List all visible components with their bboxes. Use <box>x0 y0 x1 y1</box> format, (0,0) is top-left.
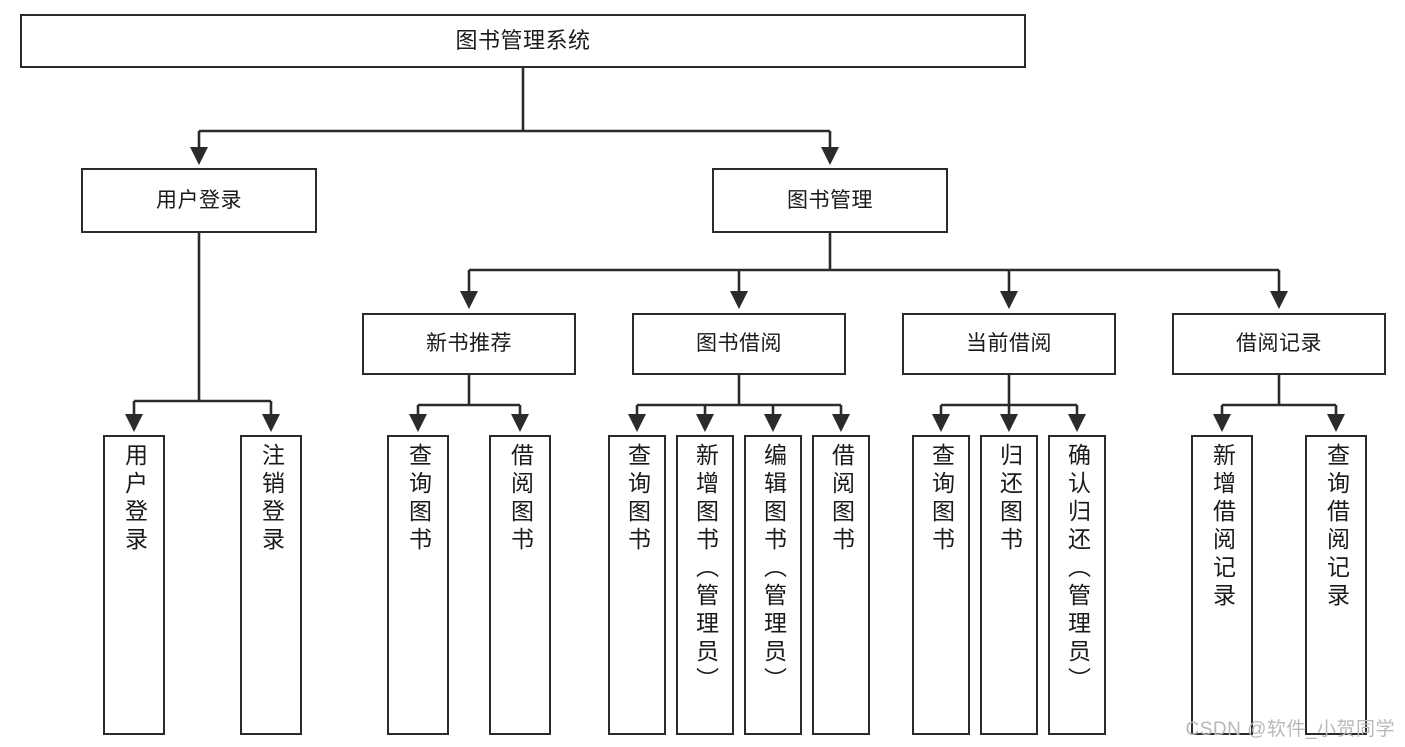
node-book-manage[interactable]: 图书管理 <box>712 168 948 233</box>
node-leaf-borrow-book-1-label: 借阅图书 <box>507 443 534 555</box>
node-leaf-add-book[interactable]: 新增图书（管理员） <box>676 435 734 735</box>
node-leaf-edit-book[interactable]: 编辑图书（管理员） <box>744 435 802 735</box>
node-leaf-add-book-label: 新增图书（管理员） <box>692 443 719 695</box>
node-book-manage-label: 图书管理 <box>787 188 873 212</box>
node-leaf-confirm-return-label: 确认归还（管理员） <box>1064 443 1091 695</box>
node-borrow-record-label: 借阅记录 <box>1236 332 1322 356</box>
node-leaf-borrow-book-1[interactable]: 借阅图书 <box>489 435 551 735</box>
node-new-book-recommend-label: 新书推荐 <box>426 332 512 356</box>
node-leaf-add-record-label: 新增借阅记录 <box>1209 443 1236 611</box>
node-leaf-query-book-3-label: 查询图书 <box>928 443 955 555</box>
node-leaf-query-record-label: 查询借阅记录 <box>1323 443 1350 611</box>
node-leaf-add-record[interactable]: 新增借阅记录 <box>1191 435 1253 735</box>
node-current-borrow[interactable]: 当前借阅 <box>902 313 1116 375</box>
node-root-label: 图书管理系统 <box>455 27 591 53</box>
node-leaf-query-book-2[interactable]: 查询图书 <box>608 435 666 735</box>
node-new-book-recommend[interactable]: 新书推荐 <box>362 313 576 375</box>
node-leaf-return-book[interactable]: 归还图书 <box>980 435 1038 735</box>
node-leaf-query-book-2-label: 查询图书 <box>624 443 651 555</box>
node-current-borrow-label: 当前借阅 <box>966 332 1052 356</box>
node-borrow-record[interactable]: 借阅记录 <box>1172 313 1386 375</box>
node-leaf-borrow-book-2[interactable]: 借阅图书 <box>812 435 870 735</box>
node-user-login-label: 用户登录 <box>156 188 242 212</box>
node-user-login[interactable]: 用户登录 <box>81 168 317 233</box>
node-leaf-logout[interactable]: 注销登录 <box>240 435 302 735</box>
node-leaf-return-book-label: 归还图书 <box>996 443 1023 555</box>
node-book-borrow-label: 图书借阅 <box>696 332 782 356</box>
node-leaf-edit-book-label: 编辑图书（管理员） <box>760 443 787 695</box>
node-leaf-query-book-1[interactable]: 查询图书 <box>387 435 449 735</box>
node-leaf-user-login-label: 用户登录 <box>121 443 148 555</box>
node-leaf-borrow-book-2-label: 借阅图书 <box>828 443 855 555</box>
node-leaf-query-record[interactable]: 查询借阅记录 <box>1305 435 1367 735</box>
node-leaf-user-login[interactable]: 用户登录 <box>103 435 165 735</box>
node-leaf-query-book-1-label: 查询图书 <box>405 443 432 555</box>
node-leaf-confirm-return[interactable]: 确认归还（管理员） <box>1048 435 1106 735</box>
node-book-borrow[interactable]: 图书借阅 <box>632 313 846 375</box>
watermark: CSDN @软件_小贺同学 <box>1185 719 1395 740</box>
node-root[interactable]: 图书管理系统 <box>20 14 1026 68</box>
node-leaf-query-book-3[interactable]: 查询图书 <box>912 435 970 735</box>
node-leaf-logout-label: 注销登录 <box>258 443 285 555</box>
